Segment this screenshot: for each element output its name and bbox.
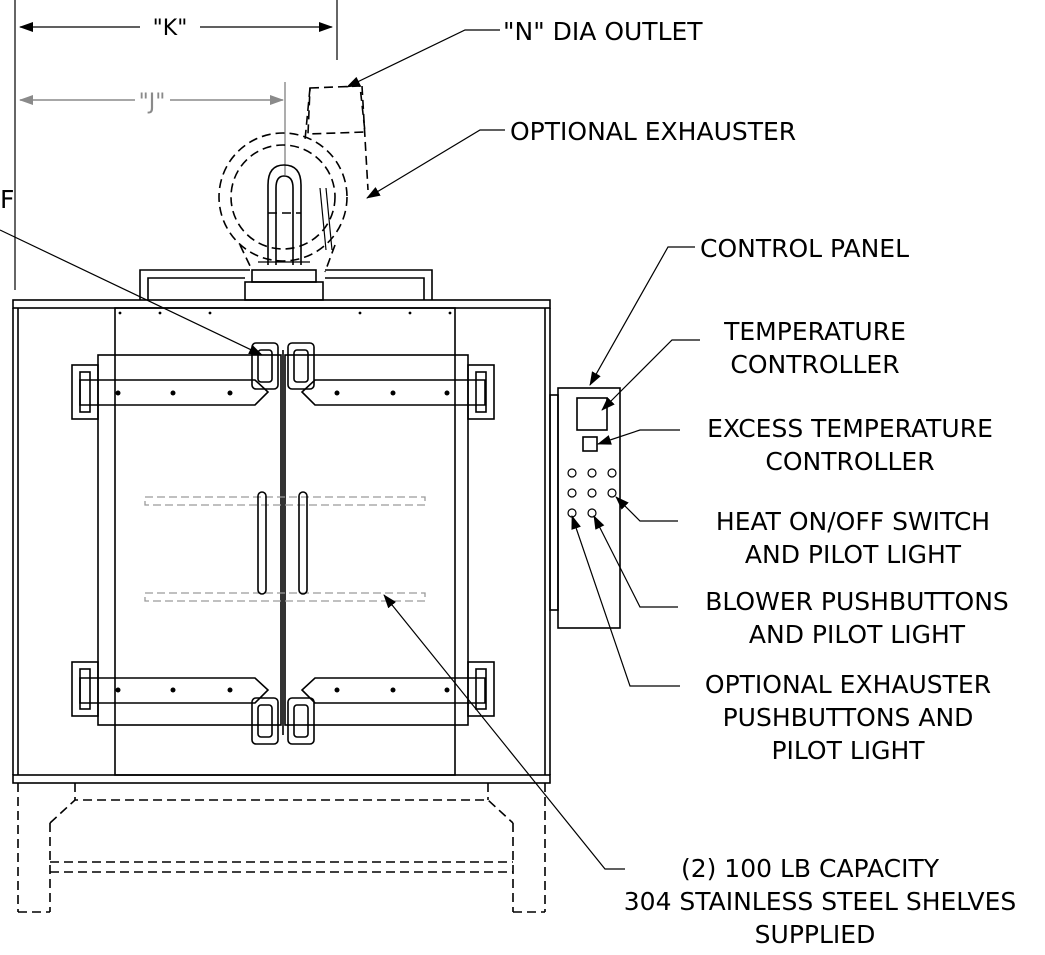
excess-temp-label-1: EXCESS TEMPERATURE — [707, 414, 993, 443]
exhauster-buttons-label-3: PILOT LIGHT — [771, 736, 925, 765]
shelves — [144, 496, 426, 602]
temp-controller-label-1: TEMPERATURE — [723, 317, 906, 346]
outlet-label: "N" DIA OUTLET — [503, 17, 703, 46]
f-partial-label: F — [0, 185, 14, 214]
oven-cabinet — [12, 299, 551, 784]
blower-label-2: AND PILOT LIGHT — [749, 620, 966, 649]
stand — [17, 783, 546, 913]
optional-exhauster — [218, 85, 369, 301]
top-rails — [139, 269, 433, 300]
heat-switch-label-2: AND PILOT LIGHT — [745, 540, 962, 569]
excess-temperature-controller — [582, 436, 598, 452]
dimension-k-label: "K" — [153, 16, 188, 41]
dimension-j: "J" — [19, 82, 286, 175]
control-panel-label: CONTROL PANEL — [700, 234, 909, 263]
leader-lines — [346, 29, 700, 870]
dimension-j-label: "J" — [139, 90, 166, 115]
heat-switch-label-1: HEAT ON/OFF SWITCH — [716, 507, 990, 536]
temp-controller-label-2: CONTROLLER — [730, 350, 899, 379]
f-leader — [0, 229, 263, 356]
exhauster-buttons-label-2: PUSHBUTTONS AND — [723, 703, 974, 732]
blower-label-1: BLOWER PUSHBUTTONS — [705, 587, 1009, 616]
excess-temp-label-2: CONTROLLER — [765, 447, 934, 476]
shelves-label-2: 304 STAINLESS STEEL SHELVES — [624, 887, 1016, 916]
hinge-straps — [71, 364, 495, 717]
shelves-label-1: (2) 100 LB CAPACITY — [681, 854, 940, 883]
callout-labels: "N" DIA OUTLET OPTIONAL EXHAUSTER CONTRO… — [503, 17, 1016, 949]
pilot-lights — [567, 468, 617, 518]
door-latches — [251, 342, 315, 745]
exhauster-buttons-label-1: OPTIONAL EXHAUSTER — [705, 670, 991, 699]
temperature-controller-display — [576, 397, 608, 431]
control-panel — [549, 387, 621, 629]
exhauster-label: OPTIONAL EXHAUSTER — [510, 117, 796, 146]
dimension-k: "K" — [14, 0, 338, 290]
top-rivets — [118, 311, 452, 315]
door-handles — [257, 491, 308, 595]
shelves-label-3: SUPPLIED — [755, 920, 876, 949]
